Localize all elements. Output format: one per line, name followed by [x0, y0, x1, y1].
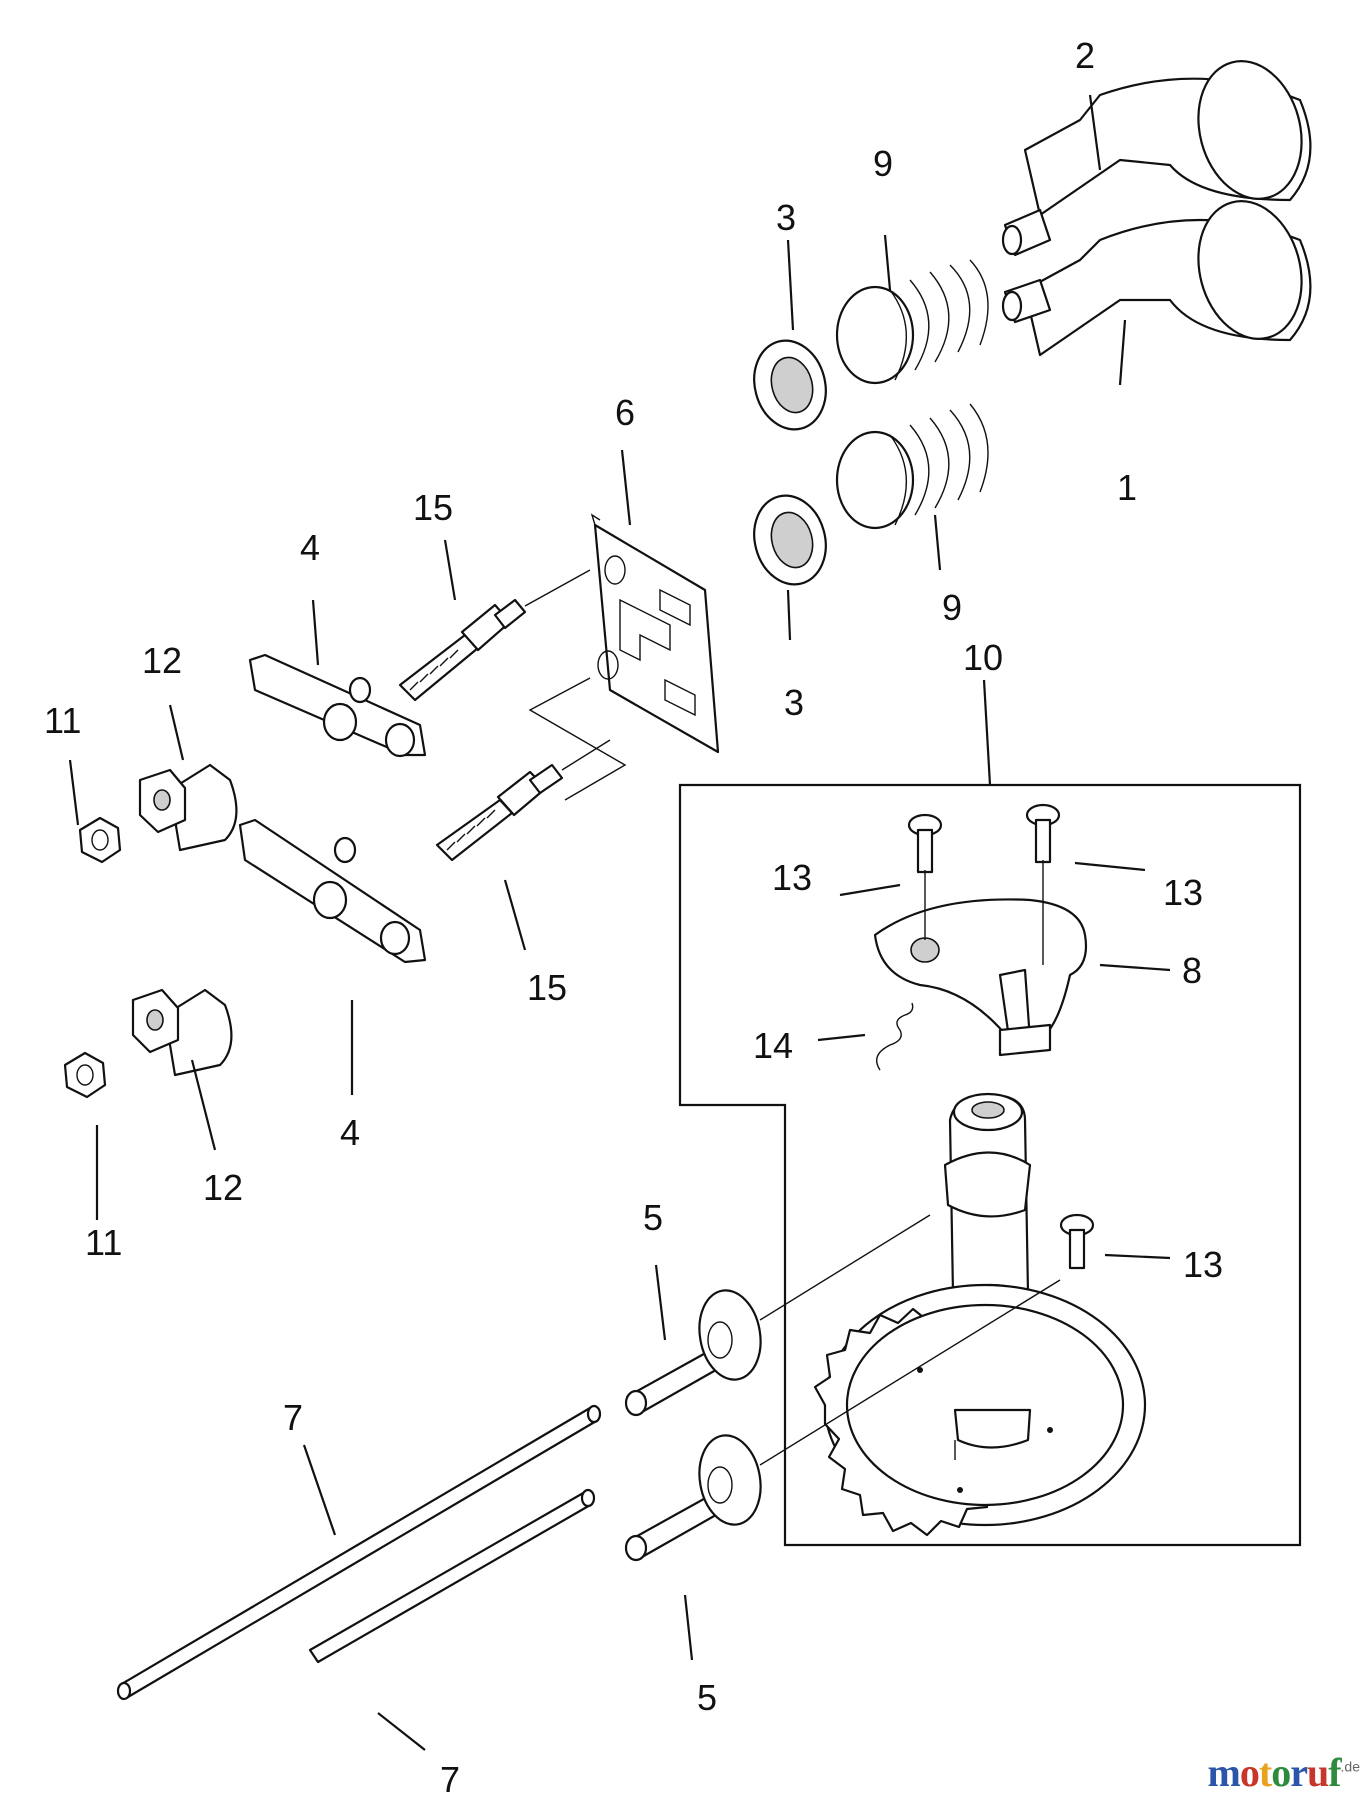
callout-7-upper: 7: [283, 1397, 303, 1438]
callout-labels: 2 1 9 9 3 3 6 15 15 4 4 12 12 11 11 10 1…: [44, 35, 1223, 1800]
callout-11-lower: 11: [85, 1222, 122, 1263]
exhaust-valve: [1001, 60, 1312, 257]
leader-lines: [68, 94, 1171, 1751]
rocker-pivot-lower: [131, 988, 233, 1077]
spring-retainer-lower: [753, 494, 827, 586]
bolt-upper-left: [907, 813, 943, 874]
valve-spring-lower: [835, 403, 989, 530]
rocker-stud-upper: [398, 569, 591, 702]
callout-3-lower: 3: [784, 682, 804, 723]
watermark-letter: o: [1239, 1750, 1260, 1795]
rocker-nut-lower: [63, 1051, 107, 1099]
callout-8: 8: [1182, 950, 1202, 991]
bolt-gear: [1059, 1213, 1095, 1270]
tappet-lower: [624, 1279, 1061, 1562]
callout-10: 10: [963, 637, 1003, 678]
rocker-arm-upper: [248, 653, 427, 758]
callout-6: 6: [615, 392, 635, 433]
callout-4-upper: 4: [300, 527, 320, 568]
plate-assembly-guide-line: [528, 677, 627, 801]
callout-7-lower: 7: [440, 1759, 460, 1800]
rocker-arm-lower: [238, 818, 427, 964]
rocker-pivot-upper: [138, 763, 238, 852]
valve-spring-upper: [835, 259, 989, 385]
governor-weight: [873, 860, 1088, 1057]
callout-12-upper: 12: [142, 640, 182, 681]
callout-5-upper: 5: [643, 1197, 663, 1238]
watermark-letter: r: [1290, 1750, 1308, 1795]
callout-11-upper: 11: [44, 700, 81, 741]
intake-valve: [1001, 200, 1312, 357]
push-rod-guide-plate: [590, 513, 720, 754]
watermark-letter: o: [1271, 1750, 1291, 1795]
watermark-brand: motoruf: [1207, 1750, 1342, 1795]
watermark-suffix: .de: [1340, 1758, 1360, 1775]
callout-13-right: 13: [1163, 872, 1203, 913]
callout-14: 14: [753, 1025, 793, 1066]
watermark-letter: f: [1328, 1750, 1341, 1795]
watermark-logo: motoruf.de: [1208, 1749, 1360, 1796]
governor-spring: [876, 1002, 914, 1071]
rocker-stud-lower: [435, 739, 611, 862]
pushrod-lower: [308, 1488, 596, 1664]
callout-4-lower: 4: [340, 1112, 360, 1153]
rocker-nut-upper: [78, 816, 122, 864]
camshaft-assembly-outline: [678, 783, 1302, 1547]
callout-2: 2: [1075, 35, 1095, 76]
callout-9-lower: 9: [942, 587, 962, 628]
watermark-letter: m: [1207, 1750, 1241, 1795]
tappet-upper: [624, 1214, 931, 1417]
callout-3-upper: 3: [776, 197, 796, 238]
callout-5-lower: 5: [697, 1677, 717, 1718]
callout-15-upper: 15: [413, 487, 453, 528]
watermark-letter: u: [1306, 1750, 1329, 1795]
cam-gear: [813, 1283, 1147, 1537]
callout-9-upper: 9: [873, 143, 893, 184]
callout-1: 1: [1117, 467, 1137, 508]
callout-12-lower: 12: [203, 1167, 243, 1208]
callout-13-left: 13: [772, 857, 812, 898]
watermark-letter: t: [1258, 1750, 1272, 1795]
callout-13-gear: 13: [1183, 1244, 1223, 1285]
callout-15-lower: 15: [527, 967, 567, 1008]
bolt-upper-right: [1025, 803, 1061, 864]
pushrod-upper: [116, 1404, 602, 1701]
spring-retainer-upper: [753, 339, 827, 431]
